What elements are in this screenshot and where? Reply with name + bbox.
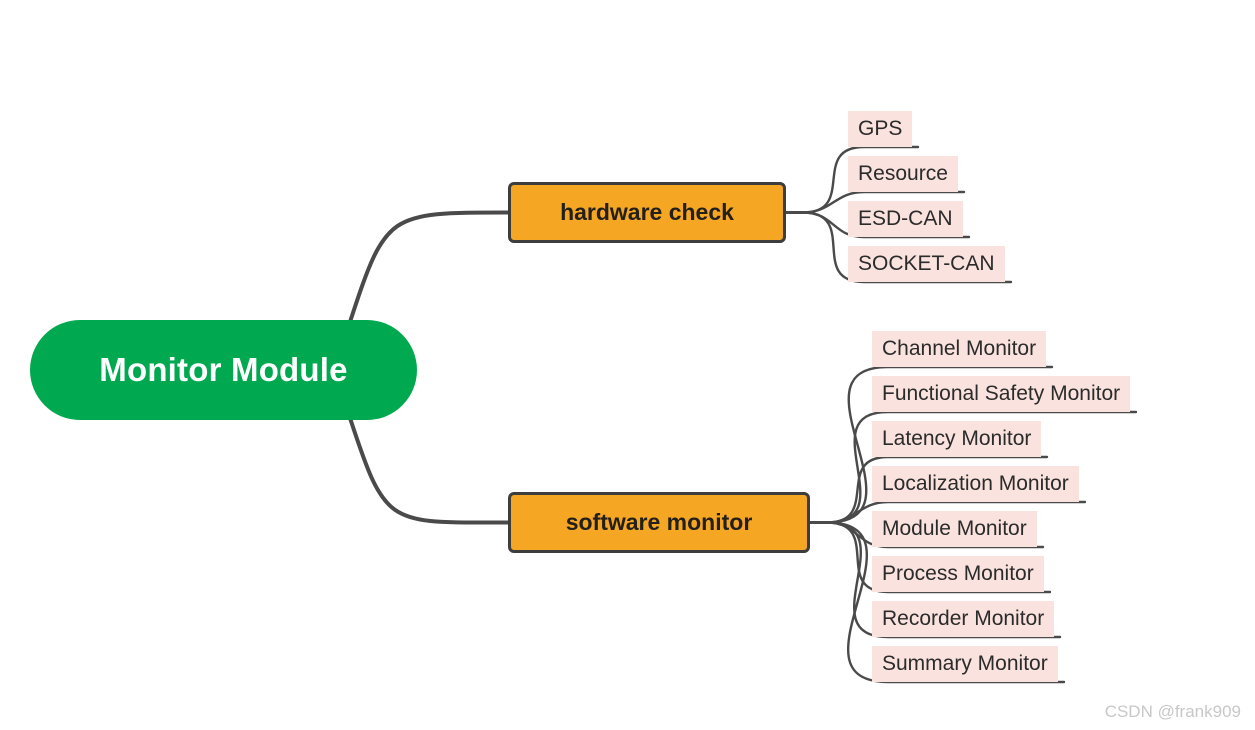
root-node[interactable]: Monitor Module (30, 320, 417, 420)
leaf-node-label: GPS (858, 117, 903, 140)
leaf-node-hardware-check-3[interactable]: SOCKET-CAN (848, 246, 1005, 282)
leaf-node-label: Channel Monitor (882, 337, 1037, 360)
branch-node-software-monitor-label: software monitor (565, 509, 753, 535)
leaf-node-software-monitor-4[interactable]: Module Monitor (872, 511, 1037, 547)
branch-node-software-monitor[interactable]: software monitor (508, 492, 810, 553)
leaf-node-label: SOCKET-CAN (858, 252, 995, 275)
leaf-node-software-monitor-6[interactable]: Recorder Monitor (872, 601, 1055, 637)
watermark: CSDN @frank909 (1104, 702, 1241, 721)
leaf-node-label: Process Monitor (882, 562, 1034, 585)
leaf-node-label: Functional Safety Monitor (882, 382, 1121, 405)
branch-node-hardware-check-label: hardware check (560, 199, 734, 225)
leaf-node-hardware-check-0[interactable]: GPS (848, 111, 913, 147)
leaf-node-software-monitor-5[interactable]: Process Monitor (872, 556, 1044, 592)
leaf-node-label: Module Monitor (882, 517, 1027, 540)
leaf-node-software-monitor-7[interactable]: Summary Monitor (872, 646, 1058, 682)
leaf-node-software-monitor-0[interactable]: Channel Monitor (872, 331, 1047, 367)
leaf-node-label: Recorder Monitor (882, 607, 1045, 630)
branch-node-hardware-check[interactable]: hardware check (508, 182, 786, 243)
leaf-node-label: Resource (858, 162, 948, 185)
leaf-node-label: Latency Monitor (882, 427, 1032, 450)
leaf-node-hardware-check-1[interactable]: Resource (848, 156, 958, 192)
leaf-node-label: Localization Monitor (882, 472, 1069, 495)
leaf-node-software-monitor-1[interactable]: Functional Safety Monitor (872, 376, 1131, 412)
root-node-label: Monitor Module (99, 351, 348, 388)
connector (348, 210, 510, 324)
connector (348, 416, 510, 525)
leaf-node-hardware-check-2[interactable]: ESD-CAN (848, 201, 963, 237)
leaf-node-label: ESD-CAN (858, 207, 953, 230)
leaf-node-software-monitor-2[interactable]: Latency Monitor (872, 421, 1042, 457)
leaf-node-label: Summary Monitor (882, 652, 1048, 675)
leaf-node-software-monitor-3[interactable]: Localization Monitor (872, 466, 1079, 502)
